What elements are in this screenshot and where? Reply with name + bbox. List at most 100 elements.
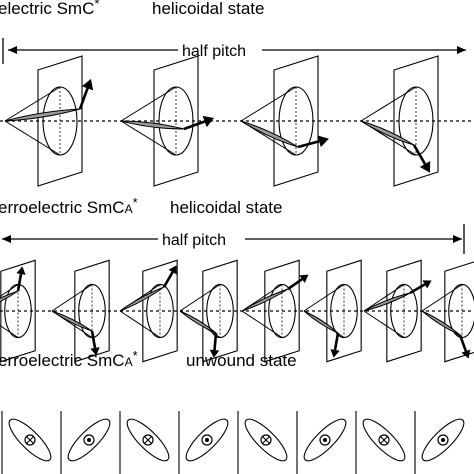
half-pitch-arrow: half pitch <box>2 224 465 254</box>
smectic-layer-plane <box>386 259 422 363</box>
molecule-director <box>0 290 19 303</box>
panel-smca-helicoidal: erroelectric SmCA* helicoidal state half… <box>0 195 474 363</box>
polarization-arrowhead <box>317 135 329 148</box>
cone-edge <box>363 310 405 338</box>
layer-unit <box>179 259 238 363</box>
molecule-director <box>421 310 461 336</box>
smectic-layer-plane <box>326 259 362 363</box>
polarization-arrowhead <box>330 349 340 358</box>
polarization-arrowhead <box>299 274 309 283</box>
polarization-arrowhead <box>81 78 94 91</box>
smectic-layer-plane <box>142 259 178 363</box>
layer-unit <box>303 259 362 363</box>
layer-unit <box>363 259 432 363</box>
state-label-helicoidal: helicoidal state <box>170 198 282 217</box>
polarization-arrowhead <box>422 280 432 289</box>
polarization-arrow <box>162 271 174 288</box>
mark-cross <box>262 436 270 444</box>
layer-unit <box>360 55 439 187</box>
smectic-layer-plane <box>202 259 238 363</box>
layer-unit <box>240 55 329 187</box>
smectic-layer-plane <box>37 55 83 187</box>
polarization-arrow <box>333 332 340 351</box>
cone-edge <box>0 324 19 338</box>
unwound-layer <box>414 411 465 474</box>
unwound-layer <box>1 411 52 474</box>
dot-in-circle-icon <box>201 434 213 446</box>
layer-unit <box>119 259 178 363</box>
smca-layer-units <box>0 259 474 363</box>
unwound-layer <box>119 411 170 474</box>
polarization-arrow <box>458 334 468 352</box>
unwound-layer <box>60 411 111 474</box>
cone-edge <box>303 284 345 312</box>
layer-unit <box>4 55 94 187</box>
cone-edge <box>0 284 19 298</box>
state-label-unwound: unwound state <box>186 351 297 370</box>
dot-in-circle-icon <box>83 434 95 446</box>
layer-unit <box>120 55 215 187</box>
smectic-layer-plane <box>153 55 199 187</box>
cone-edge <box>4 120 61 156</box>
panel-title-smca: erroelectric SmCA* <box>0 348 138 370</box>
smectic-layer-plane <box>393 55 439 187</box>
smc-layer-units <box>4 55 439 187</box>
panel-title-smca: erroelectric SmCA* <box>0 195 138 217</box>
unwound-layer <box>355 411 406 474</box>
half-pitch-label: half pitch <box>162 232 226 249</box>
smectic-layer-plane <box>264 259 300 363</box>
polarization-arrow <box>412 144 427 165</box>
layer-unit <box>0 259 36 363</box>
cone-edge <box>241 310 283 338</box>
panel-smc-helicoidal: electric SmC* helicoidal state half pitc… <box>0 0 474 187</box>
cone-edge <box>119 310 161 338</box>
mark-cross <box>26 436 34 444</box>
smectic-layer-plane <box>273 55 319 187</box>
polarization-arrowhead <box>90 347 100 356</box>
state-label-helicoidal: helicoidal state <box>152 0 264 18</box>
half-pitch-arrow: half pitch <box>2 38 466 64</box>
panel-smca-unwound: erroelectric SmCA* unwound state <box>0 348 465 474</box>
smectic-layer-plane <box>0 259 36 363</box>
polarization-arrow <box>90 330 97 349</box>
mark-dot <box>323 438 327 442</box>
polarization-arrowhead <box>16 266 26 275</box>
polarization-arrow <box>409 283 426 295</box>
smectic-layer-plane <box>444 261 474 363</box>
cone-edge <box>240 86 297 122</box>
molecule-director <box>51 310 93 332</box>
layer-unit <box>51 259 110 363</box>
dot-in-circle-icon <box>319 434 331 446</box>
cone-edge <box>421 284 463 312</box>
layer-unit <box>421 261 474 363</box>
polarization-arrow <box>183 120 206 131</box>
polarization-arrow <box>213 332 218 351</box>
mark-cross <box>380 436 388 444</box>
unwound-layer <box>296 411 347 474</box>
molecule-director <box>303 310 339 334</box>
polarization-arrowhead <box>168 265 177 275</box>
molecule-director <box>119 286 165 312</box>
mark-cross <box>144 436 152 444</box>
molecule-director <box>240 120 299 148</box>
polarization-arrow <box>16 273 23 292</box>
molecule-director <box>179 310 217 334</box>
panel-title-smc: electric SmC* <box>0 0 99 18</box>
unwound-molecules <box>1 411 465 474</box>
polarization-arrowhead <box>461 349 471 359</box>
polarization-arrowhead <box>209 349 220 358</box>
cone-edge <box>179 284 221 312</box>
cone-edge <box>360 86 417 122</box>
molecule-director <box>360 120 415 146</box>
cross-in-circle-icon <box>260 434 272 446</box>
cross-in-circle-icon <box>142 434 154 446</box>
cross-in-circle-icon <box>378 434 390 446</box>
smectic-layer-plane <box>74 259 110 363</box>
unwound-layer <box>178 411 229 474</box>
cone-edge <box>120 120 177 156</box>
polarization-arrow <box>297 140 320 149</box>
unwound-layer <box>237 411 288 474</box>
cross-in-circle-icon <box>24 434 36 446</box>
polarization-arrow <box>287 278 303 291</box>
